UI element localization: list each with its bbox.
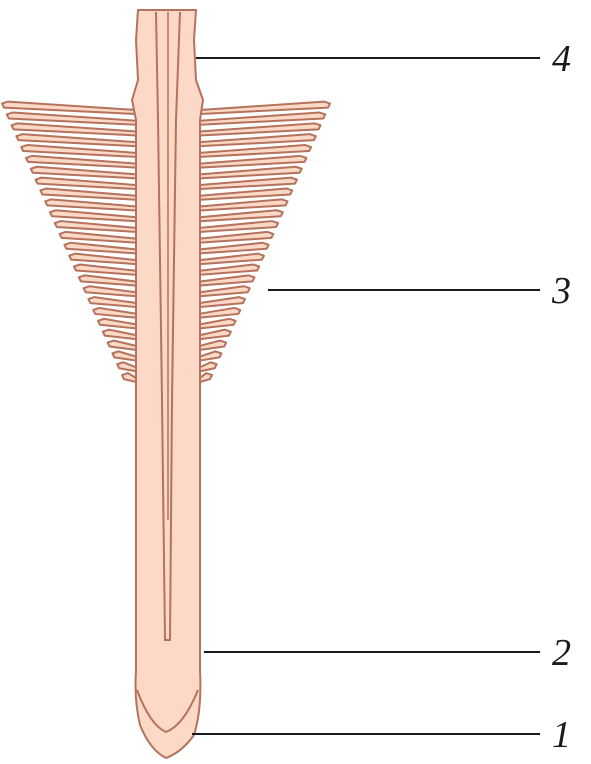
root-hair	[200, 297, 245, 307]
root-hair	[103, 330, 136, 339]
root-hair	[84, 286, 136, 296]
root-hair	[122, 373, 136, 382]
root-hair	[200, 178, 297, 189]
root-hair	[200, 167, 302, 179]
root-hair	[79, 275, 136, 285]
root-hair	[50, 210, 136, 221]
root-hair	[200, 341, 226, 350]
root-hair	[88, 297, 136, 307]
root-hair	[64, 243, 136, 254]
root-hair	[200, 134, 316, 146]
root-hair	[200, 351, 221, 360]
root-hair	[40, 188, 136, 199]
root-hair	[200, 330, 231, 339]
root-hair	[69, 254, 136, 264]
root-hair	[200, 232, 273, 243]
root-hair	[7, 112, 136, 124]
root-hair	[117, 362, 136, 371]
root-hair	[200, 319, 236, 329]
root-hair	[200, 243, 269, 254]
root-hair	[60, 232, 136, 243]
root-hair	[16, 134, 136, 146]
root-hair	[200, 275, 254, 285]
root-hair	[55, 221, 136, 232]
root-hair	[74, 265, 136, 275]
root-hair	[21, 145, 136, 157]
root-hair	[200, 156, 306, 168]
root-hair	[200, 362, 217, 371]
root-hair	[200, 308, 240, 318]
root-hair	[36, 178, 136, 189]
root-hair	[200, 112, 325, 124]
root-hair	[26, 156, 136, 168]
root-hair	[108, 341, 136, 350]
root-hair	[98, 319, 136, 329]
root-hairs-right	[200, 102, 330, 382]
root-hair	[200, 123, 321, 135]
root-hair	[200, 286, 250, 296]
root-hair	[200, 145, 311, 157]
root-hair	[45, 199, 136, 210]
root-hairs-left	[2, 102, 136, 382]
root-hair	[31, 167, 136, 179]
root-hair	[93, 308, 136, 318]
root-hair	[200, 221, 278, 232]
root-hair	[200, 188, 292, 199]
root-hair	[200, 254, 264, 264]
root-hair	[12, 123, 136, 135]
root-hair	[200, 199, 288, 210]
root-hair	[200, 373, 212, 382]
root-hair	[200, 265, 259, 275]
root-hair	[112, 351, 136, 360]
root-hair	[200, 210, 283, 221]
